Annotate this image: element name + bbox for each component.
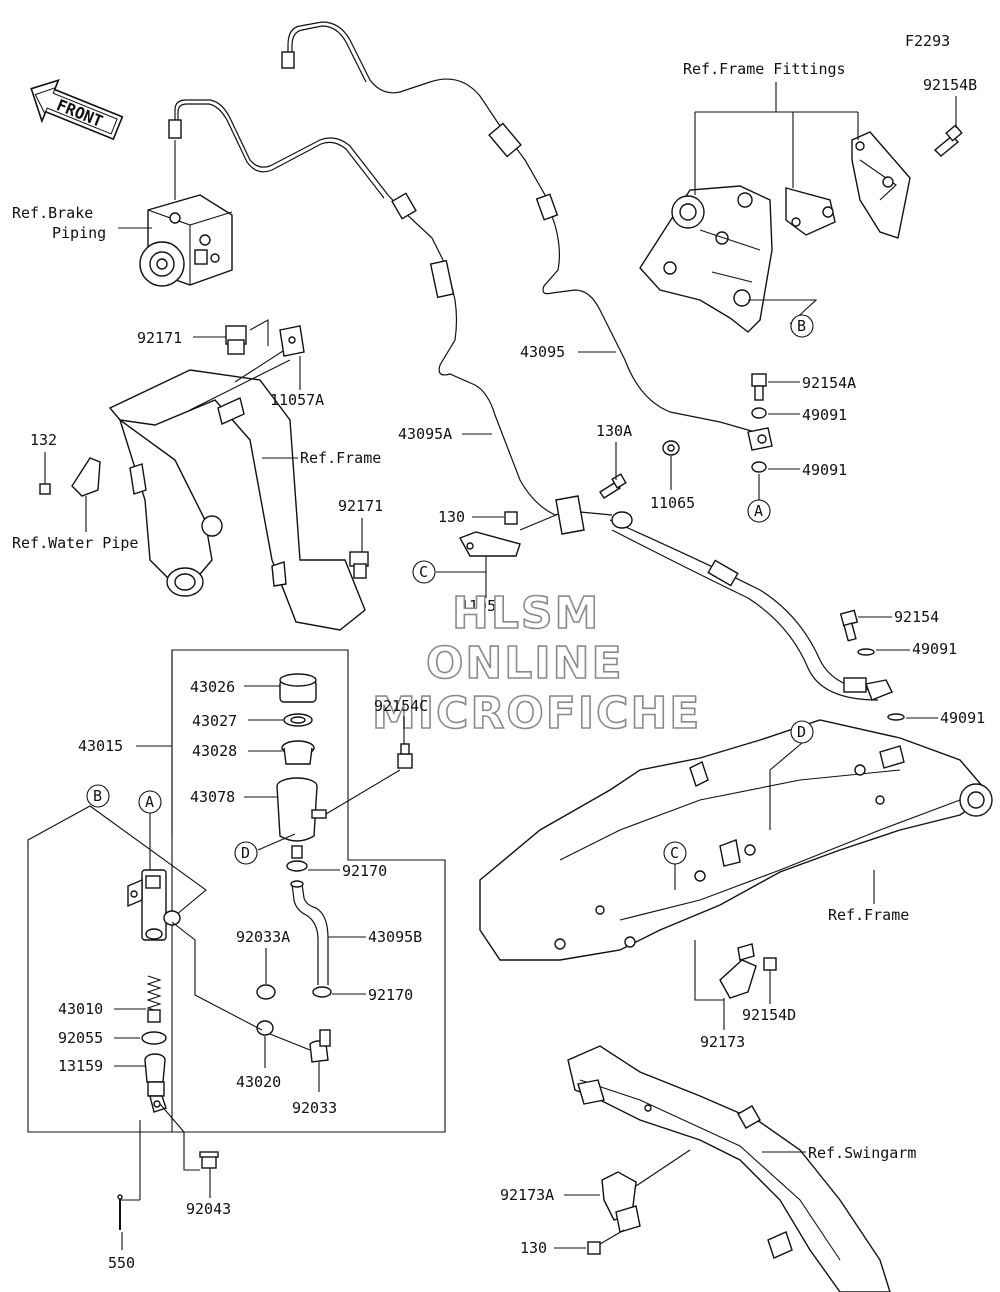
label-92154c: 92154C bbox=[374, 697, 428, 715]
brake-pipes bbox=[168, 21, 893, 701]
label-92154b: 92154B bbox=[923, 76, 977, 94]
label-11057: 11057 bbox=[460, 597, 505, 615]
frame-fittings bbox=[639, 131, 911, 333]
callout-b-left: B bbox=[93, 787, 102, 805]
watermark-line-1: HLSM bbox=[452, 588, 600, 639]
upper-frame bbox=[108, 339, 366, 631]
bolt-130 bbox=[504, 511, 518, 525]
push-rod-43010 bbox=[144, 1053, 167, 1113]
label-92170-1: 92170 bbox=[342, 862, 387, 880]
callout-d-right: D bbox=[797, 723, 806, 741]
label-49091-4: 49091 bbox=[940, 709, 985, 727]
label-92173: 92173 bbox=[700, 1033, 745, 1051]
bracket-11057a bbox=[279, 325, 305, 357]
abs-unit bbox=[139, 194, 233, 287]
label-43020: 43010 bbox=[58, 1000, 103, 1018]
clip-92170-upper bbox=[286, 860, 308, 872]
cotter-pin-550 bbox=[117, 1194, 123, 1230]
watermark-line-2: ONLINE bbox=[426, 638, 624, 689]
label-43027: 43027 bbox=[192, 712, 237, 730]
piston-spring-43020 bbox=[146, 975, 162, 1023]
callout-b-top: B bbox=[797, 317, 806, 335]
bolt-130-lower bbox=[587, 1241, 601, 1255]
diaphragm-43028 bbox=[281, 740, 315, 765]
figure-code: F2293 bbox=[905, 32, 950, 50]
label-92171-2: 92171 bbox=[338, 497, 383, 515]
label-92055: 43020 bbox=[236, 1073, 281, 1091]
label-132: 132 bbox=[30, 431, 57, 449]
label-43015: 43015 bbox=[78, 737, 123, 755]
label-11057a: 11057A bbox=[270, 391, 324, 409]
label-92033a: 92033A bbox=[236, 928, 290, 946]
swingarm bbox=[567, 1045, 891, 1292]
label-92154d: 92154D bbox=[742, 1006, 796, 1024]
watermark-line-3: MICROFICHE bbox=[372, 688, 701, 739]
label-92154: 92154 bbox=[894, 608, 939, 626]
grommet-11065 bbox=[662, 440, 680, 456]
lower-frame bbox=[479, 719, 993, 961]
ref-swingarm: Ref.Swingarm bbox=[808, 1144, 916, 1162]
callout-a-left: A bbox=[145, 793, 154, 811]
label-43028: 43028 bbox=[192, 742, 237, 760]
label-92043: 92043 bbox=[186, 1200, 231, 1218]
label-92173a: 92173A bbox=[500, 1186, 554, 1204]
reservoir-43078 bbox=[276, 777, 327, 859]
master-cylinder-body bbox=[127, 869, 181, 941]
banjo-stack-a bbox=[747, 373, 773, 473]
bolt-130a bbox=[599, 473, 627, 499]
bolt-92154c bbox=[397, 743, 413, 769]
ref-water-pipe: Ref.Water Pipe bbox=[12, 534, 138, 552]
callout-a-top: A bbox=[754, 502, 763, 520]
diaphragm-plate-43027 bbox=[283, 713, 313, 727]
clamp-92171-lower bbox=[349, 551, 369, 579]
label-130a: 130A bbox=[596, 422, 632, 440]
bolt-92154b bbox=[933, 124, 963, 157]
label-43026: 43026 bbox=[190, 678, 235, 696]
label-43095a: 43095A bbox=[398, 425, 452, 443]
label-43078: 43078 bbox=[190, 788, 235, 806]
ref-brake-piping-1: Ref.Brake bbox=[12, 204, 93, 222]
callout-c-left: C bbox=[419, 563, 428, 581]
reservoir-cap-43026 bbox=[279, 673, 317, 703]
clamp-92173a bbox=[601, 1171, 641, 1233]
ref-brake-piping-2: Piping bbox=[52, 224, 106, 242]
bolt-92154d bbox=[763, 957, 777, 971]
label-92171-1: 92171 bbox=[137, 329, 182, 347]
label-49091-1: 49091 bbox=[802, 406, 847, 424]
label-550: 550 bbox=[108, 1254, 135, 1272]
label-92170-2: 92170 bbox=[368, 986, 413, 1004]
label-11065: 11065 bbox=[650, 494, 695, 512]
bracket-11057 bbox=[458, 531, 521, 557]
label-92033: 92055 bbox=[58, 1029, 103, 1047]
label-92154a: 92154A bbox=[802, 374, 856, 392]
label-13159: 92033 bbox=[292, 1099, 337, 1117]
label-49091-2: 49091 bbox=[802, 461, 847, 479]
label-43095: 43095 bbox=[520, 343, 565, 361]
label-130-1: 130 bbox=[438, 508, 465, 526]
water-pipe-clamp bbox=[71, 457, 101, 497]
label-130-2: 130 bbox=[520, 1239, 547, 1257]
callout-c-right: C bbox=[670, 844, 679, 862]
banjo-bolt-92154 bbox=[839, 609, 859, 642]
label-43095b: 43095B bbox=[368, 928, 422, 946]
pin-92043 bbox=[199, 1151, 219, 1169]
label-49091-3: 49091 bbox=[912, 640, 957, 658]
callout-d-left: D bbox=[241, 844, 250, 862]
label-43010: 13159 bbox=[58, 1057, 103, 1075]
bolt-132 bbox=[39, 483, 51, 495]
clamp-92171-upper bbox=[225, 325, 247, 355]
ref-frame-fittings: Ref.Frame Fittings bbox=[683, 60, 846, 78]
clamp-92173 bbox=[719, 943, 757, 999]
front-arrow-icon: FRONT bbox=[30, 78, 124, 141]
ref-frame-upper: Ref.Frame bbox=[300, 449, 381, 467]
fitting-13159 bbox=[309, 1029, 331, 1063]
ref-frame-lower: Ref.Frame bbox=[828, 906, 909, 924]
